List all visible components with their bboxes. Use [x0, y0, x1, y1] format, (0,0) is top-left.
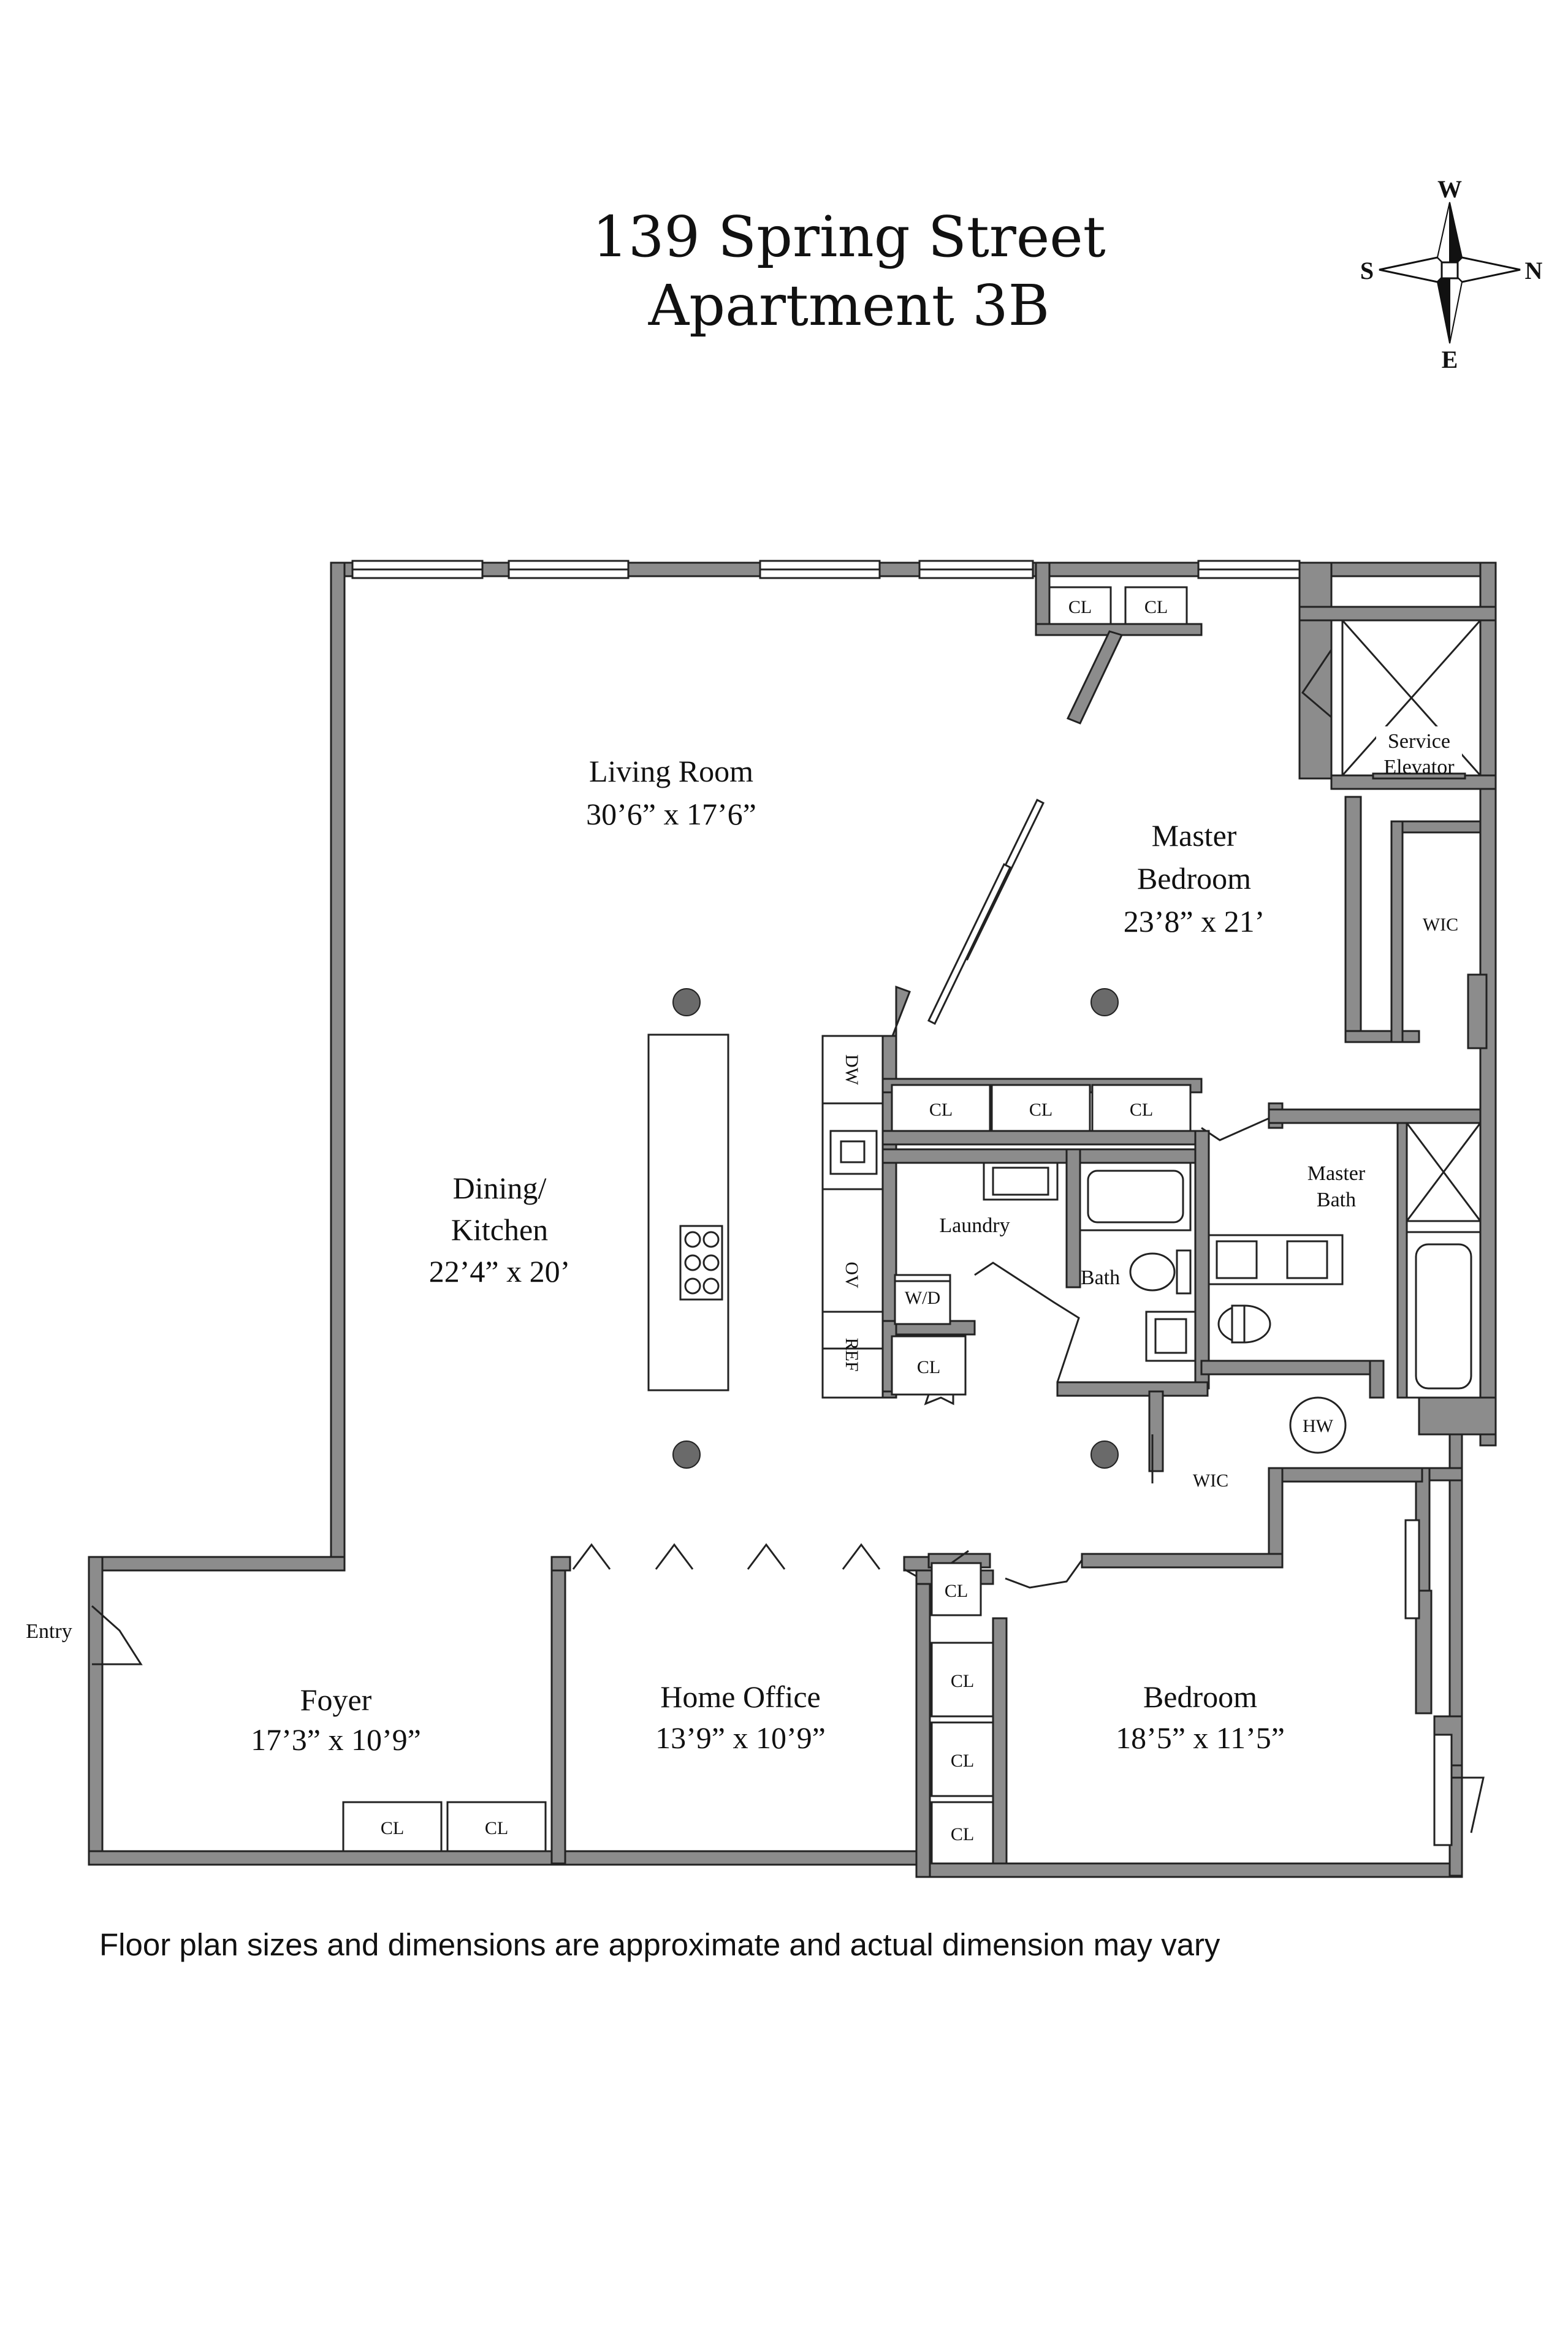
closet-label: CL: [929, 1100, 953, 1120]
bedroom-dims: 18’5” x 11’5”: [1116, 1721, 1285, 1755]
disclaimer-note: Floor plan sizes and dimensions are appr…: [99, 1927, 1220, 1962]
master-bedroom-dims: 23’8” x 21’: [1124, 904, 1265, 938]
compass-north-label: N: [1525, 257, 1543, 284]
compass-west-label: W: [1437, 175, 1462, 203]
living-room-label: Living Room: [589, 754, 753, 788]
closet-label: CL: [485, 1818, 508, 1838]
closet-label: CL: [945, 1581, 968, 1601]
laundry-label: Laundry: [939, 1214, 1010, 1237]
closet-master-1: [891, 1084, 991, 1132]
lower-partitions: [550, 1543, 1008, 1865]
column: [672, 988, 701, 1016]
plan-title-apartment: Apartment 3B: [648, 273, 1049, 338]
closet-label: CL: [1068, 597, 1092, 617]
dining-kitchen-label: Kitchen: [451, 1212, 548, 1247]
dining-kitchen-dims: 22’4” x 20’: [429, 1254, 571, 1288]
closet-label: CL: [1144, 597, 1168, 617]
bath-label: Bath: [1081, 1266, 1120, 1289]
closet-master-3: [1091, 1084, 1192, 1132]
wic-label: WIC: [1193, 1471, 1228, 1491]
closet-label: CL: [1130, 1100, 1153, 1120]
compass-south-label: S: [1360, 257, 1374, 284]
foyer-dims: 17’3” x 10’9”: [251, 1722, 421, 1757]
column: [672, 1441, 701, 1469]
master-bath-area: [1194, 1102, 1482, 1399]
column: [1090, 1441, 1119, 1469]
closet-label: CL: [951, 1751, 974, 1771]
closet-living-1: [1048, 586, 1112, 625]
service-elevator-label: Service: [1388, 730, 1450, 753]
service-elevator-label: Elevator: [1383, 756, 1455, 778]
master-bath-label: Master: [1307, 1162, 1366, 1185]
column: [1090, 988, 1119, 1016]
dishwasher-label: DW: [842, 1054, 862, 1086]
oven-label: OV: [842, 1262, 862, 1288]
bedroom-label: Bedroom: [1143, 1680, 1257, 1714]
master-bedroom-label: Master: [1152, 818, 1237, 853]
closet-master-2: [991, 1084, 1091, 1132]
kitchen-island: [647, 1033, 729, 1391]
hot-water-label: HW: [1303, 1416, 1334, 1436]
home-office-dims: 13’9” x 10’9”: [655, 1721, 826, 1755]
closet-foyer-1: [342, 1801, 443, 1852]
compass-east-label: E: [1442, 346, 1458, 373]
closet-label: CL: [951, 1671, 974, 1691]
home-office-label: Home Office: [660, 1680, 820, 1714]
closet-living-2: [1124, 586, 1188, 625]
closet-label: CL: [917, 1357, 940, 1377]
dining-kitchen-label: Dining/: [453, 1171, 547, 1205]
closet-label: CL: [381, 1818, 404, 1838]
entry-label: Entry: [26, 1620, 72, 1643]
plan-title-address: 139 Spring Street: [592, 204, 1105, 270]
closet-label: CL: [1029, 1100, 1052, 1120]
foyer-label: Foyer: [300, 1683, 372, 1717]
master-bedroom-label: Bedroom: [1137, 861, 1251, 896]
refrigerator-label: REF: [842, 1338, 862, 1371]
hot-water-heater: [1289, 1396, 1347, 1454]
service-elevator: [1301, 619, 1482, 780]
laundry-bath-area: [881, 1148, 1209, 1406]
compass-rose-icon: [1379, 202, 1521, 344]
sliding-partition: [927, 798, 1045, 1026]
closet-foyer-2: [446, 1801, 547, 1852]
living-room-dims: 30’6” x 17’6”: [586, 797, 756, 831]
washer-dryer-label: W/D: [905, 1288, 940, 1308]
windows: [351, 560, 1453, 1846]
entry-door: [91, 1605, 143, 1665]
master-bath-label: Bath: [1317, 1189, 1356, 1211]
closet-label: CL: [951, 1824, 974, 1844]
wic-label: WIC: [1423, 915, 1458, 935]
